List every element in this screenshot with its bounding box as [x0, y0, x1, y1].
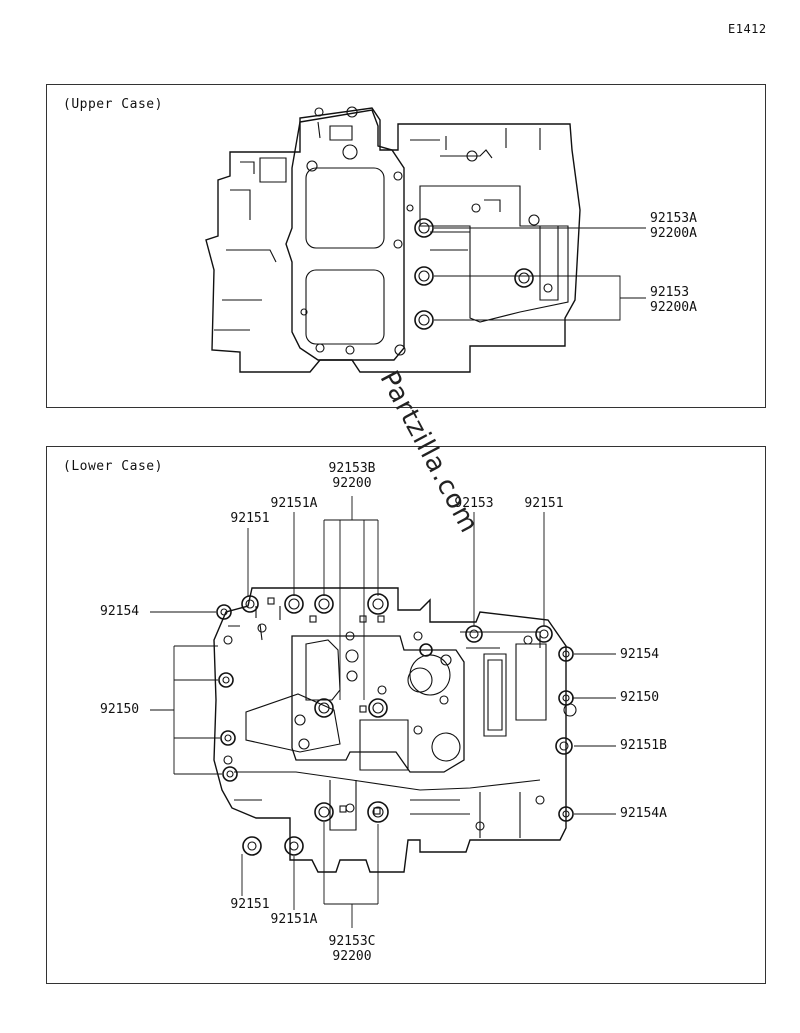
- lower-case-drawing: [150, 496, 616, 928]
- upper-label-92200a-1: 92200A: [650, 226, 697, 241]
- lower-label-92153c: 92153C: [328, 934, 376, 949]
- lower-case-title: (Lower Case): [63, 459, 163, 474]
- upper-case-panel: (Upper Case): [46, 84, 766, 408]
- lower-label-92154-right: 92154: [620, 647, 660, 662]
- lower-label-92151a-top: 92151A: [270, 496, 318, 511]
- lower-label-92200-bottom: 92200: [332, 949, 372, 964]
- lower-label-92154-left: 92154: [100, 604, 140, 619]
- upper-label-92153: 92153: [650, 285, 690, 300]
- lower-label-92151-bottom: 92151: [230, 897, 270, 912]
- lower-label-92153b: 92153B: [328, 461, 376, 476]
- lower-label-92200-top: 92200: [332, 476, 372, 491]
- lower-case-panel: (Lower Case): [46, 446, 766, 984]
- lower-label-92151b: 92151B: [620, 738, 667, 753]
- lower-label-92151a-bottom: 92151A: [270, 912, 318, 927]
- lower-label-92154a: 92154A: [620, 806, 667, 821]
- diagram-reference-code: E1412: [728, 22, 767, 36]
- lower-label-92153-top: 92153: [454, 496, 494, 511]
- upper-label-92200a-2: 92200A: [650, 300, 697, 315]
- lower-label-92151-top-left: 92151: [230, 511, 270, 526]
- upper-case-title: (Upper Case): [63, 97, 163, 112]
- upper-case-drawing: [205, 106, 646, 373]
- lower-label-92151-top-right: 92151: [524, 496, 564, 511]
- lower-label-92150-left: 92150: [100, 702, 140, 717]
- upper-label-92153a: 92153A: [650, 211, 697, 226]
- lower-label-92150-right: 92150: [620, 690, 660, 705]
